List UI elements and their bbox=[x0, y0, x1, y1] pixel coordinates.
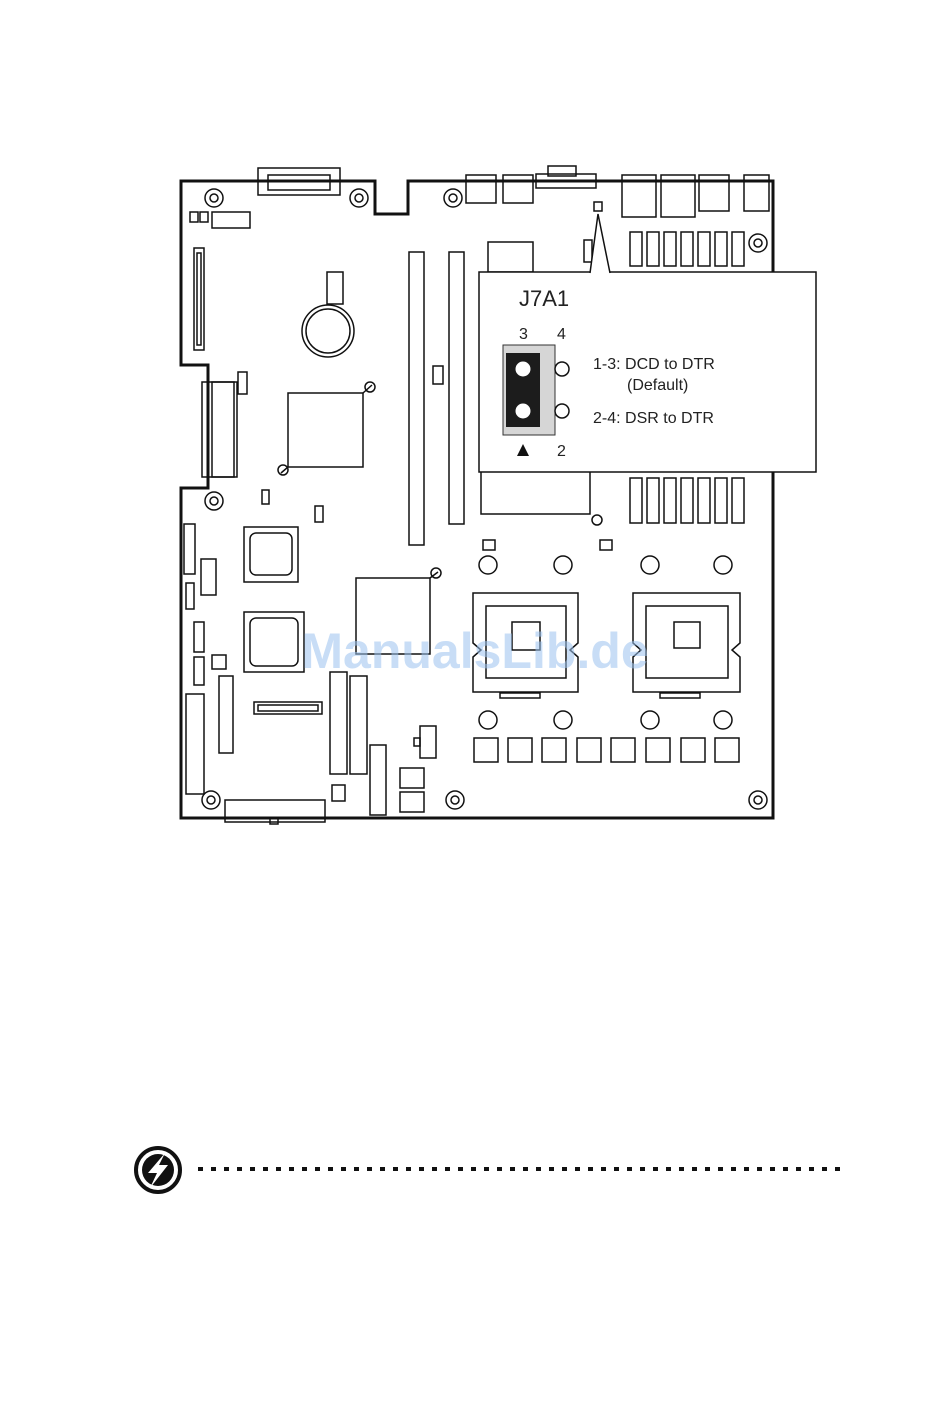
battery bbox=[302, 305, 354, 357]
pin-2 bbox=[555, 404, 569, 418]
pin-label-4: 4 bbox=[557, 326, 566, 343]
setting-1-3-note: (Default) bbox=[627, 377, 688, 394]
setting-2-4: 2-4: DSR to DTR bbox=[593, 410, 714, 427]
chipset bbox=[278, 382, 375, 475]
jumper-title: J7A1 bbox=[519, 286, 569, 311]
pin-label-2: 2 bbox=[557, 443, 566, 460]
voltage-regulators bbox=[474, 738, 739, 762]
watermark: ManualsLib.de bbox=[301, 623, 648, 679]
pin-1 bbox=[516, 404, 530, 418]
pci-slot bbox=[449, 252, 464, 524]
cpu-socket-2 bbox=[633, 593, 740, 698]
setting-1-3: 1-3: DCD to DTR bbox=[593, 356, 715, 373]
pin-label-3: 3 bbox=[519, 326, 528, 343]
pci-slot bbox=[409, 252, 424, 545]
pin-3 bbox=[516, 362, 530, 376]
top-connectors bbox=[258, 166, 769, 217]
lightning-warning-icon bbox=[136, 1148, 180, 1192]
pin-4 bbox=[555, 362, 569, 376]
jumper-location-marker bbox=[594, 202, 602, 211]
